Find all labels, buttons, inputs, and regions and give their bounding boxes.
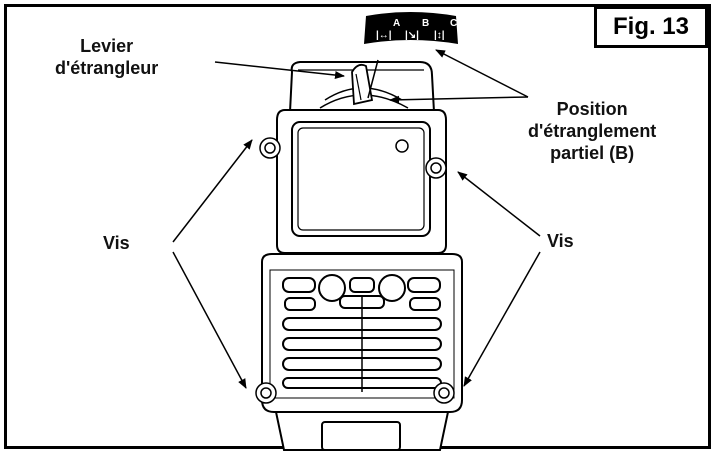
partial-choke-position-label: Position d'étranglement partiel (B): [528, 98, 656, 164]
partial-choke-label-line2: d'étranglement: [528, 121, 657, 141]
screws-label-left: Vis: [103, 233, 130, 253]
screw-bottom-left: [255, 382, 277, 404]
scale-letter-c: C: [450, 18, 457, 29]
choke-lever-label: Levier d'étrangleur: [55, 35, 158, 79]
choke-position-scale: |↔| A |↘| B |↕| C: [364, 12, 458, 44]
lower-housing: [261, 253, 463, 413]
screw-bottom-right: [433, 382, 455, 404]
partial-choke-label-line3: partiel (B): [550, 143, 635, 163]
partial-choke-label-line1: Position: [556, 99, 628, 119]
scale-symbol-b: |↘|: [405, 30, 419, 41]
choke-lever: [351, 59, 379, 106]
screws-label-right: Vis: [547, 231, 574, 251]
upper-housing: [276, 109, 447, 254]
scale-symbol-c: |↕|: [434, 30, 445, 41]
scale-symbol-a: |↔|: [376, 30, 392, 41]
scale-letter-a: A: [393, 18, 400, 29]
screw-top-right: [425, 157, 447, 179]
scale-letter-b: B: [422, 18, 429, 29]
choke-lever-label-line2: d'étrangleur: [55, 58, 159, 78]
leader-arrows: [172, 49, 541, 389]
figure-label: Fig. 13: [594, 6, 708, 48]
lower-tube: [274, 411, 450, 451]
choke-lever-label-line1: Levier: [80, 36, 134, 56]
screw-top-left: [259, 137, 281, 159]
